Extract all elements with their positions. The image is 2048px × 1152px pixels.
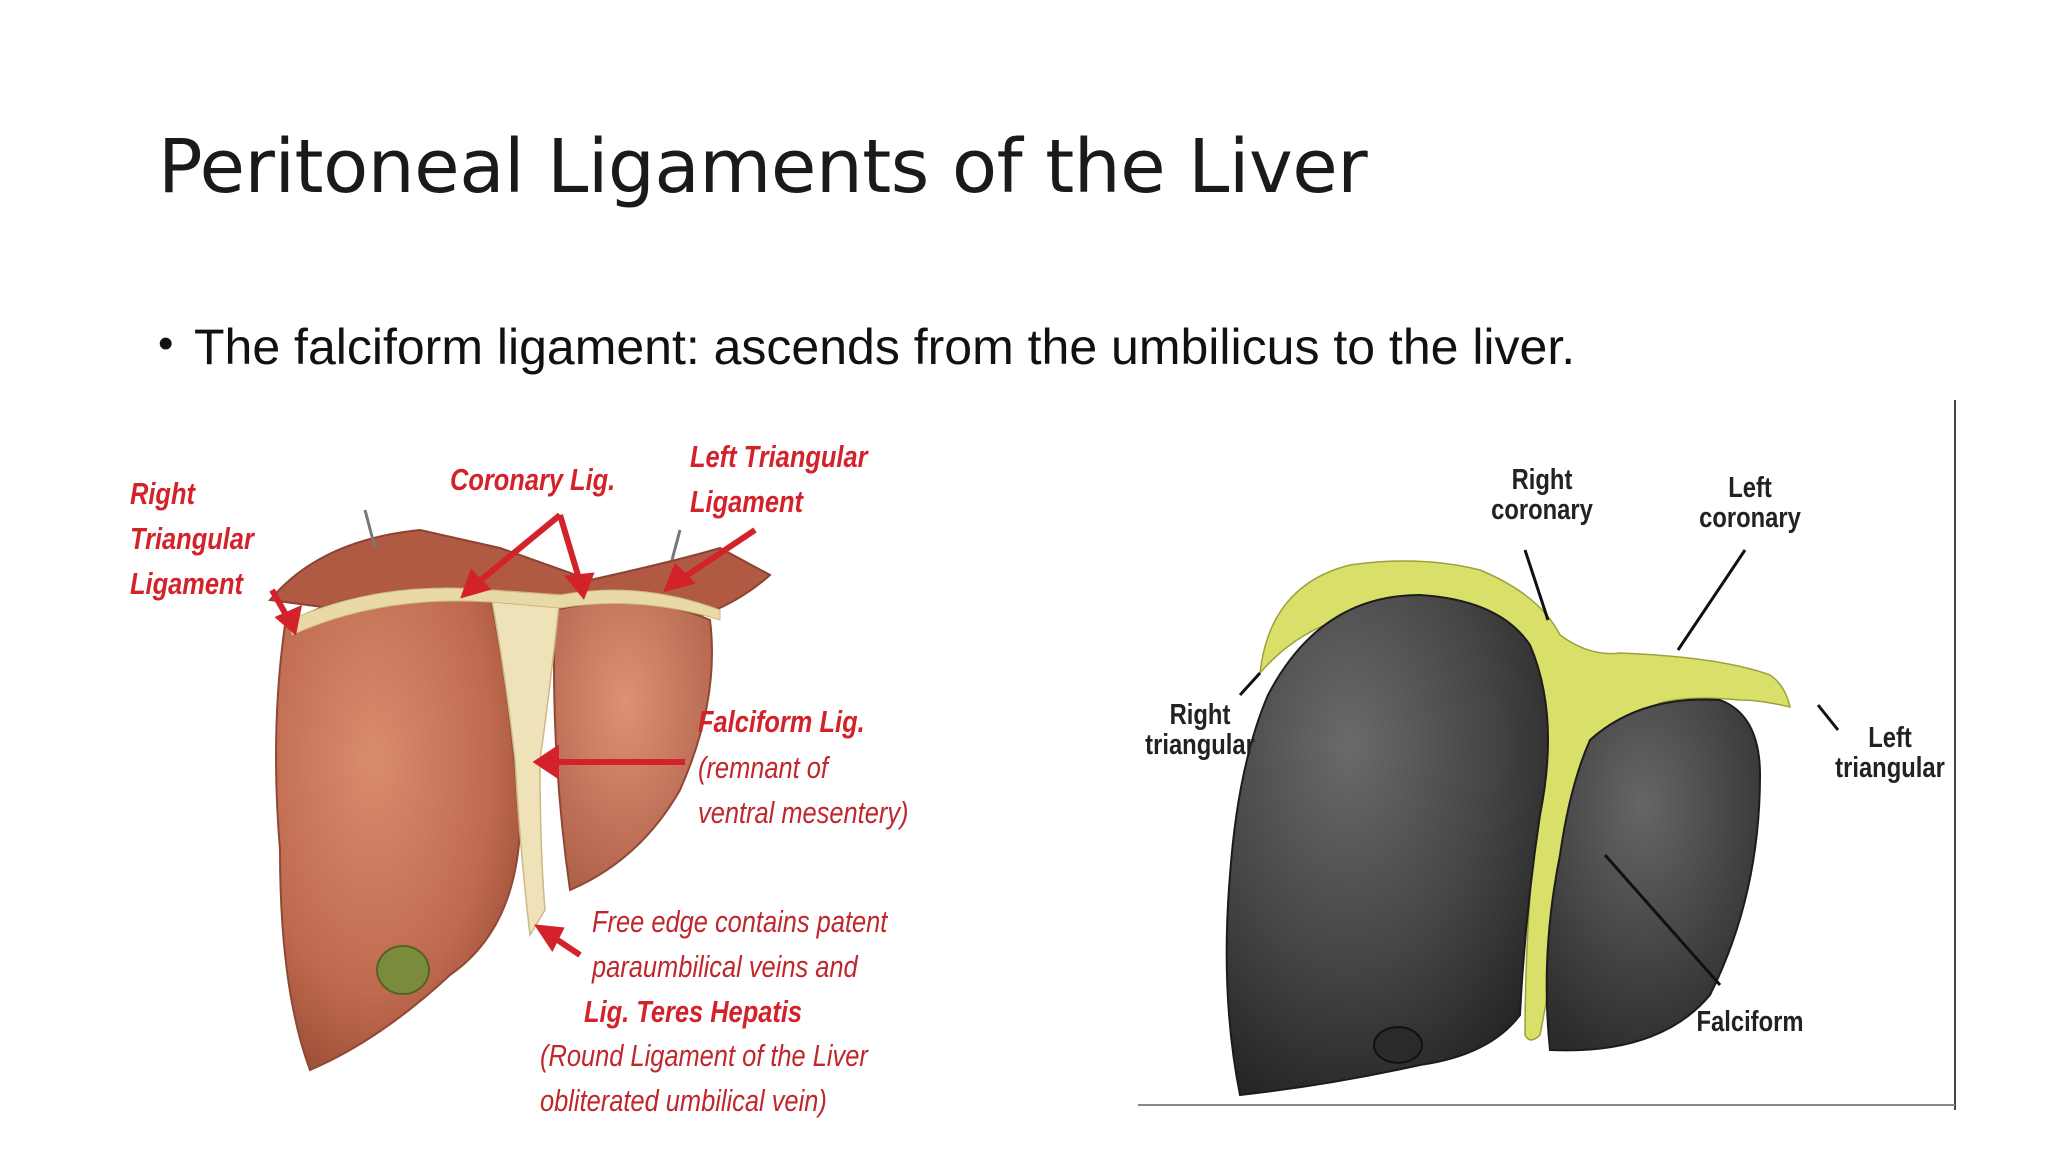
bullet-item: • The falciform ligament: ascends from th… xyxy=(158,318,1575,376)
left-liver-illustration: Right Triangular Ligament Coronary Lig. … xyxy=(120,430,920,1130)
leader-lines xyxy=(1238,549,1840,986)
left-lobe xyxy=(553,601,713,892)
left-lobe-gray xyxy=(1545,698,1762,1052)
right-lobe-gray xyxy=(1225,593,1549,1097)
label-arrows xyxy=(269,512,757,958)
label-free-edge: Free edge contains patent paraumbilical … xyxy=(592,904,888,984)
coronary-band xyxy=(289,587,721,636)
label-coronary-ligament: Coronary Lig. xyxy=(450,462,616,497)
falciform-band xyxy=(489,589,561,938)
label-right-triangular-ligament: Right Triangular Ligament xyxy=(130,476,254,601)
label-falciform: Falciform xyxy=(1696,1006,1804,1038)
label-falciform-ligament: Falciform Lig. xyxy=(698,704,865,739)
right-lobe xyxy=(275,590,522,1072)
bullet-icon: • xyxy=(158,319,174,368)
label-right-coronary: Right coronary xyxy=(1491,464,1593,527)
label-right-triangular: Right triangular xyxy=(1145,699,1255,762)
label-left-coronary: Left coronary xyxy=(1699,472,1801,535)
right-liver-illustration: Right coronary Left coronary Right trian… xyxy=(1120,395,1956,1115)
gallbladder xyxy=(376,945,430,995)
label-teres-hepatis: Lig. Teres Hepatis xyxy=(584,994,803,1029)
bullet-text: The falciform ligament: ascends from the… xyxy=(194,319,1576,375)
right-liver-drawing xyxy=(1138,400,1956,1110)
pin-mark xyxy=(363,509,377,549)
label-left-triangular-ligament: Left Triangular Ligament xyxy=(690,439,868,519)
slide-title: Peritoneal Ligaments of the Liver xyxy=(158,124,1368,210)
label-round-ligament: (Round Ligament of the Liver obliterated… xyxy=(540,1038,868,1118)
label-falciform-note: (remnant of ventral mesentery) xyxy=(698,750,909,830)
pin-mark xyxy=(670,529,682,561)
gallbladder-gray xyxy=(1373,1026,1423,1064)
label-left-triangular: Left triangular xyxy=(1835,722,1945,785)
left-liver-drawing xyxy=(268,509,772,1072)
